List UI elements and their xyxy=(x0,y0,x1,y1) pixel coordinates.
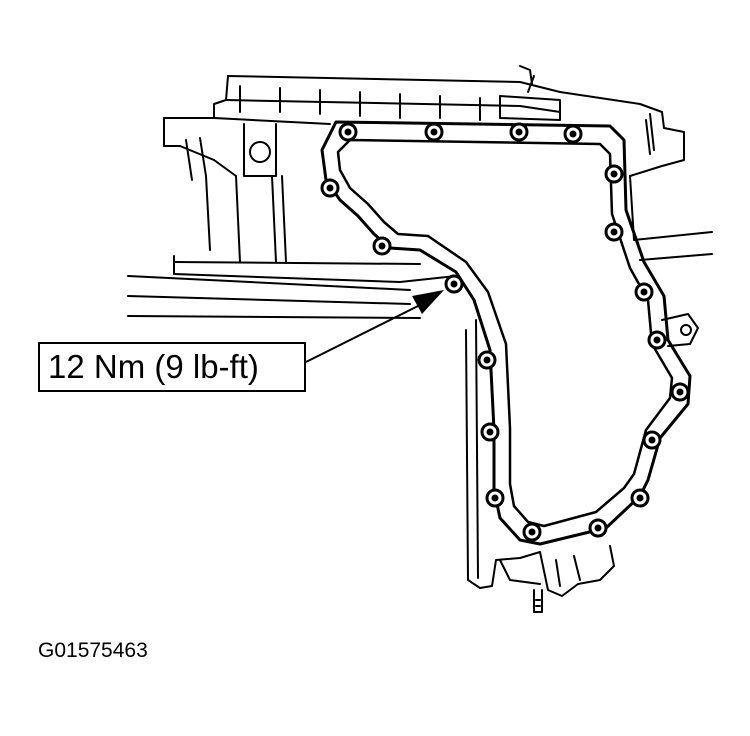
bolt-group xyxy=(320,122,690,542)
bolt-icon xyxy=(320,178,340,198)
bolt-icon xyxy=(372,236,392,256)
gasket-inner-outline xyxy=(336,138,674,528)
bolt-icon xyxy=(480,422,500,442)
figure-id: G01575463 xyxy=(38,639,148,662)
bolt-icon xyxy=(509,122,529,142)
bolt-icon xyxy=(588,518,608,538)
arrow-head-icon xyxy=(412,290,444,314)
bolt-icon xyxy=(522,522,542,542)
bolt-icon xyxy=(444,274,464,294)
bolt-icon xyxy=(642,430,662,450)
bolt-icon xyxy=(477,350,497,370)
engine-block-outline xyxy=(127,65,713,319)
bolt-icon xyxy=(604,222,624,242)
bolt-icon xyxy=(670,382,690,402)
bolt-icon xyxy=(647,330,667,350)
bolt-icon xyxy=(563,124,583,144)
bolt-icon xyxy=(630,488,650,508)
bolt-icon xyxy=(485,488,505,508)
bolt-icon xyxy=(604,164,624,184)
bolt-icon xyxy=(424,122,444,142)
bolt-icon xyxy=(634,282,654,302)
gasket-outer-outline xyxy=(320,120,692,546)
torque-leader-line xyxy=(305,290,444,363)
oil-pan-body xyxy=(465,313,699,613)
torque-callout-label: 12 Nm (9 lb-ft) xyxy=(38,342,306,392)
bolt-icon xyxy=(338,122,358,142)
